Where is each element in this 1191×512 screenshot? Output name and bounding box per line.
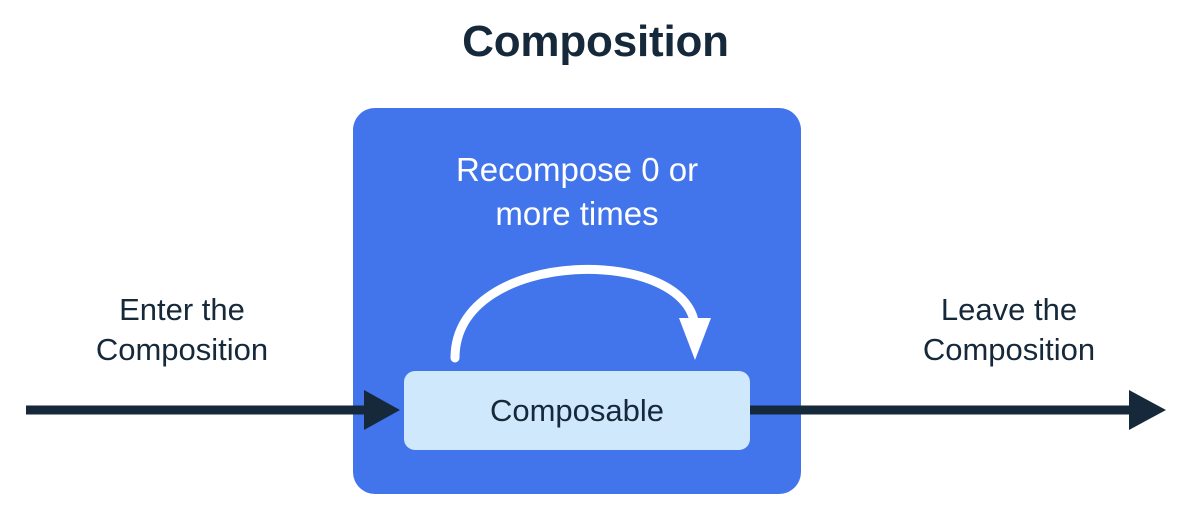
composable-label: Composable [489,393,665,428]
leave-arrow-head [1129,390,1166,430]
leave-composition-label: Leave the Composition [922,292,1096,367]
enter-arrow [26,390,400,430]
recompose-caption: Recompose 0 or more times [455,151,699,232]
page-title: Composition [462,17,729,66]
composable-box: Composable [404,371,750,450]
enter-composition-label: Enter the Composition [95,292,269,367]
leave-arrow [750,390,1166,430]
